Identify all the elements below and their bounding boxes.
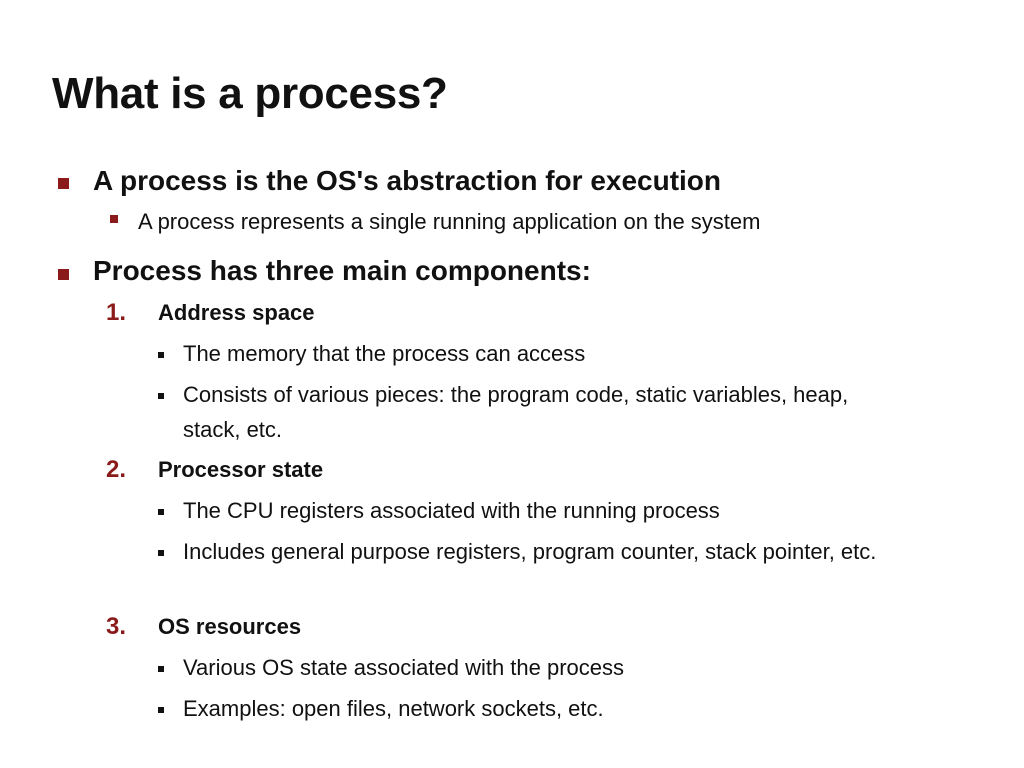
component-heading-os-resources: OS resources: [158, 614, 302, 639]
component-point: The CPU registers associated with the ru…: [183, 498, 720, 523]
sub-bullet-square-icon: [110, 215, 118, 223]
component-number: 3.: [106, 613, 127, 640]
component-point: Consists of various pieces: the program …: [183, 382, 849, 442]
bullet-2-text: Process has three main components:: [93, 255, 591, 286]
point-square-icon: [158, 352, 164, 358]
slide-title: What is a process?: [52, 69, 448, 118]
point-square-icon: [158, 393, 164, 399]
bullet-1-text: A process is the OS's abstraction for ex…: [93, 165, 722, 196]
bullet-square-icon: [58, 269, 69, 280]
component-heading-processor-state: Processor state: [158, 457, 324, 482]
component-number: 2.: [106, 456, 127, 483]
component-heading-address-space: Address space: [158, 300, 315, 325]
component-point: Examples: open files, network sockets, e…: [183, 696, 604, 721]
point-square-icon: [158, 509, 164, 515]
component-point: Includes general purpose registers, prog…: [183, 539, 877, 564]
bullet-square-icon: [58, 178, 69, 189]
component-point: Various OS state associated with the pro…: [183, 655, 625, 680]
sub-bullet-1-text: A process represents a single running ap…: [138, 209, 761, 234]
point-square-icon: [158, 707, 164, 713]
component-number: 1.: [106, 299, 127, 326]
component-point: The memory that the process can access: [183, 341, 586, 366]
point-square-icon: [158, 550, 164, 556]
point-square-icon: [158, 666, 164, 672]
